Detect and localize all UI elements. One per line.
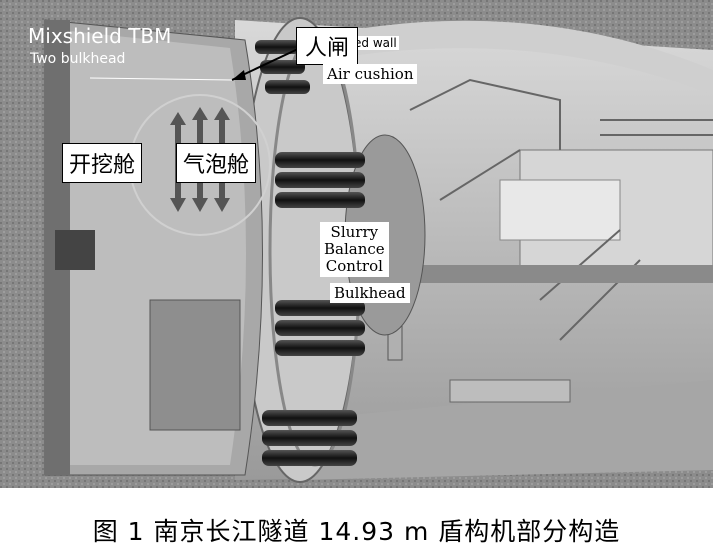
wall-fragment-text: ed wall bbox=[352, 36, 399, 50]
tunnel-ceiling bbox=[300, 20, 713, 96]
thrust-cylinders bbox=[255, 40, 365, 466]
balance-line: Balance bbox=[324, 240, 385, 258]
slurry-balance-control-label: Slurry Balance Control bbox=[320, 222, 389, 277]
figure-caption: 图 1 南京长江隧道 14.93 m 盾构机部分构造 bbox=[92, 517, 621, 546]
slurry-line: Slurry bbox=[330, 223, 379, 241]
manlock-label: 人闸 bbox=[296, 27, 359, 65]
air-cushion-label: Air cushion bbox=[323, 64, 418, 84]
slurry-pipe bbox=[400, 265, 713, 283]
bulkhead-label: Bulkhead bbox=[330, 283, 410, 303]
tunnel-floor bbox=[300, 380, 713, 480]
crusher bbox=[149, 299, 241, 431]
tbm-figure: Mixshield TBM Two bulkhead ed wall 人闸 Ai… bbox=[0, 0, 713, 492]
bubble-chamber-label: 气泡舱 bbox=[176, 143, 257, 183]
floor-equipment bbox=[449, 379, 571, 403]
cutter-hub bbox=[55, 230, 95, 270]
overlay-title: Mixshield TBM bbox=[28, 24, 172, 48]
excavation-chamber-label: 开挖舱 bbox=[62, 143, 143, 183]
control-line: Control bbox=[325, 257, 383, 275]
control-cabin bbox=[499, 179, 621, 241]
overlay-subtitle: Two bulkhead bbox=[30, 51, 126, 67]
